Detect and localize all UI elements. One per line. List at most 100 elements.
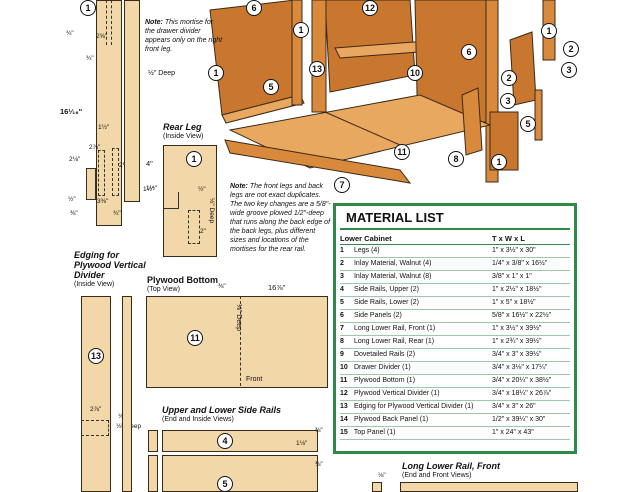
material-list-rows: 1 Legs (4)1" x 3½" x 30"2 Inlay Material… bbox=[336, 245, 574, 440]
long-rail-drawing bbox=[400, 482, 578, 492]
callout-10: 10 bbox=[407, 65, 423, 81]
part-dimensions: 1" x 5" x 18½" bbox=[492, 299, 536, 306]
dim-label: ⅜" bbox=[315, 461, 323, 468]
part-dimensions: 3/8" x 1" x 1" bbox=[492, 273, 532, 280]
callout-1: 1 bbox=[80, 0, 96, 16]
callout-1: 1 bbox=[541, 23, 557, 39]
rail-end-view bbox=[148, 430, 158, 452]
callout-12: 12 bbox=[362, 0, 378, 16]
part-dimensions: 3/4" x 20¼" x 38½" bbox=[492, 377, 552, 384]
part-dimensions: 5/8" x 16½" x 22½" bbox=[492, 312, 552, 319]
material-list-row: 1 Legs (4)1" x 3½" x 30" bbox=[340, 245, 570, 258]
part-number: 10 bbox=[340, 364, 348, 371]
plywood-bottom-drawing bbox=[146, 296, 328, 388]
callout-13: 13 bbox=[88, 348, 104, 364]
part-number: 1 bbox=[340, 247, 344, 254]
part-label: Long Lower Rail, Front (1) bbox=[353, 325, 436, 332]
callout-5: 5 bbox=[263, 79, 279, 95]
material-list-row: 3 Inlay Material, Walnut (8)3/8" x 1" x … bbox=[340, 271, 570, 284]
part-name: 12 Plywood Vertical Divider (1) bbox=[340, 388, 492, 400]
dim-label: 2⅝" bbox=[96, 33, 108, 40]
part-label: Inlay Material, Walnut (8) bbox=[353, 273, 432, 280]
part-number: 9 bbox=[340, 351, 344, 358]
dim-label: 4" bbox=[146, 159, 153, 168]
part-label: Plywood Vertical Divider (1) bbox=[353, 390, 440, 397]
upper-side-rail-drawing bbox=[162, 430, 318, 452]
material-list-row: 9 Dovetailed Rails (2)3/4" x 3" x 39½" bbox=[340, 349, 570, 362]
dim-label: ⅛" bbox=[378, 472, 386, 479]
callout-13: 13 bbox=[309, 61, 325, 77]
callout-1: 1 bbox=[186, 151, 202, 167]
callout-8: 8 bbox=[448, 151, 464, 167]
part-number: 13 bbox=[340, 403, 348, 410]
material-list-row: 14 Plywood Back Panel (1)1/2" x 39¼" x 3… bbox=[340, 414, 570, 427]
dim-label: 2⅞" bbox=[90, 406, 102, 413]
material-list-row: 10 Drawer Divider (1)3/4" x 3⅛" x 17¼" bbox=[340, 362, 570, 375]
material-list-row: 5 Side Rails, Lower (2)1" x 5" x 18½" bbox=[340, 297, 570, 310]
dim-label: ¾" bbox=[113, 210, 121, 217]
leg-side-view bbox=[124, 0, 140, 202]
material-list-row: 13 Edging for Plywood Vertical Divider (… bbox=[340, 401, 570, 414]
callout-1: 1 bbox=[208, 65, 224, 81]
callout-3: 3 bbox=[500, 93, 516, 109]
dim-label: 2" bbox=[200, 228, 206, 235]
deep-label: ½" Deep bbox=[208, 198, 215, 224]
callout-7: 7 bbox=[334, 177, 350, 193]
dim-label: ¾" bbox=[66, 30, 74, 37]
part-name: 6 Side Panels (2) bbox=[340, 310, 492, 322]
part-dimensions: 1" x 2¾" x 39½" bbox=[492, 338, 542, 345]
mortise-note: Note: This mortise for the drawer divide… bbox=[145, 19, 223, 53]
edging-end-view bbox=[122, 296, 132, 492]
part-number: 14 bbox=[340, 416, 348, 423]
part-dimensions: 3/4" x 18¼" x 26⅞" bbox=[492, 390, 552, 397]
callout-4: 4 bbox=[217, 433, 233, 449]
part-number: 15 bbox=[340, 429, 348, 436]
deep-label: ⅛" Deep bbox=[235, 304, 242, 332]
dim-label: 3⅜" bbox=[97, 198, 109, 205]
callout-11: 11 bbox=[394, 144, 410, 160]
part-label: Long Lower Rail, Rear (1) bbox=[353, 338, 435, 345]
material-list-row: 15 Top Panel (1)1" x 24" x 43" bbox=[340, 427, 570, 440]
part-name: 11 Plywood Bottom (1) bbox=[340, 375, 492, 387]
rail-end-view bbox=[148, 455, 158, 492]
part-name: 15 Top Panel (1) bbox=[340, 427, 492, 439]
callout-6: 6 bbox=[246, 0, 262, 16]
part-number: 2 bbox=[340, 260, 344, 267]
rear-leg-title: Rear Leg bbox=[163, 122, 202, 132]
part-name: 8 Long Lower Rail, Rear (1) bbox=[340, 336, 492, 348]
part-label: Plywood Back Panel (1) bbox=[353, 416, 429, 423]
part-name: 2 Inlay Material, Walnut (4) bbox=[340, 258, 492, 270]
part-number: 11 bbox=[340, 377, 348, 384]
dim-label: ⅜" bbox=[70, 210, 78, 217]
dim-label: 16⅞" bbox=[268, 283, 286, 292]
front-leg-drawing bbox=[72, 0, 142, 226]
plywood-bottom-subtitle: (Top View) bbox=[147, 286, 180, 293]
part-dimensions: 1" x 24" x 43" bbox=[492, 429, 534, 436]
material-list-row: 7 Long Lower Rail, Front (1)1" x 3½" x 3… bbox=[340, 323, 570, 336]
part-dimensions: 3/4" x 3" x 26" bbox=[492, 403, 536, 410]
material-list-row: 12 Plywood Vertical Divider (1)3/4" x 18… bbox=[340, 388, 570, 401]
part-number: 6 bbox=[340, 312, 344, 319]
long-rail-title: Long Lower Rail, Front bbox=[402, 461, 500, 471]
dim-label: 1½" bbox=[146, 185, 158, 192]
exploded-cabinet-illustration bbox=[209, 0, 556, 184]
dim-label: 1½" bbox=[143, 186, 155, 193]
side-rails-subtitle: (End and Inside Views) bbox=[162, 416, 234, 423]
plywood-bottom-title: Plywood Bottom bbox=[147, 275, 218, 285]
dims-heading: T x W x L bbox=[492, 234, 525, 243]
part-name: 10 Drawer Divider (1) bbox=[340, 362, 492, 374]
part-label: Side Rails, Lower (2) bbox=[353, 299, 419, 306]
long-rail-end-view bbox=[372, 482, 382, 492]
part-label: Side Panels (2) bbox=[353, 312, 402, 319]
part-number: 12 bbox=[340, 390, 348, 397]
part-number: 7 bbox=[340, 325, 344, 332]
part-number: 4 bbox=[340, 286, 344, 293]
part-name: 5 Side Rails, Lower (2) bbox=[340, 297, 492, 309]
part-label: Top Panel (1) bbox=[353, 429, 396, 436]
material-list-row: 11 Plywood Bottom (1)3/4" x 20¼" x 38½" bbox=[340, 375, 570, 388]
deep-label: ½" Deep bbox=[148, 70, 176, 77]
part-name: 7 Long Lower Rail, Front (1) bbox=[340, 323, 492, 335]
dim-label: 16¹⁄₁₆" bbox=[60, 107, 83, 116]
part-label: Side Rails, Upper (2) bbox=[353, 286, 419, 293]
part-dimensions: 1" x 3½" x 30" bbox=[492, 247, 536, 254]
